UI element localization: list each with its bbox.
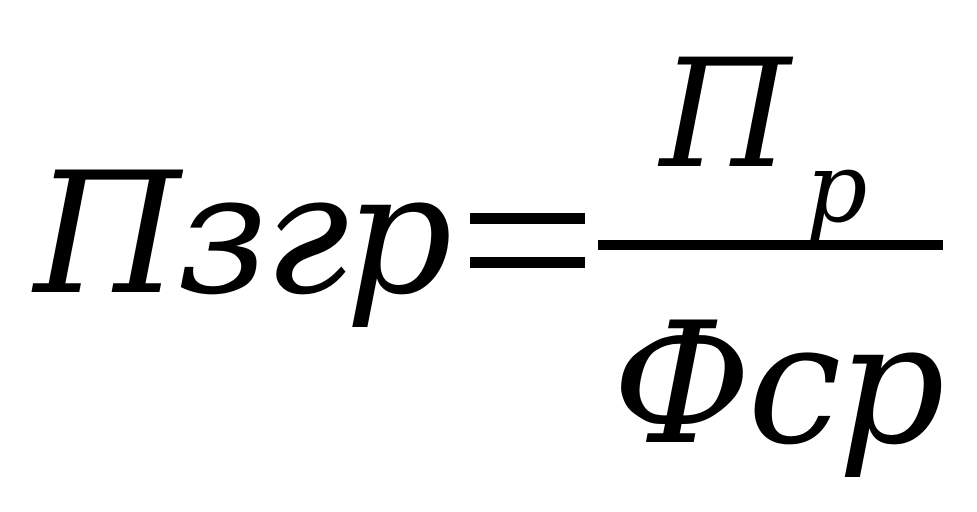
fraction-denominator: Фср (612, 286, 945, 482)
equals-bottom-bar (470, 257, 585, 268)
numerator-subscript: р (806, 132, 868, 244)
equals-top-bar (470, 213, 585, 224)
fraction-numerator: П (660, 28, 791, 202)
fraction-bar (598, 240, 943, 250)
equals-sign (470, 205, 585, 275)
formula-lhs: Пзгр (34, 136, 453, 332)
